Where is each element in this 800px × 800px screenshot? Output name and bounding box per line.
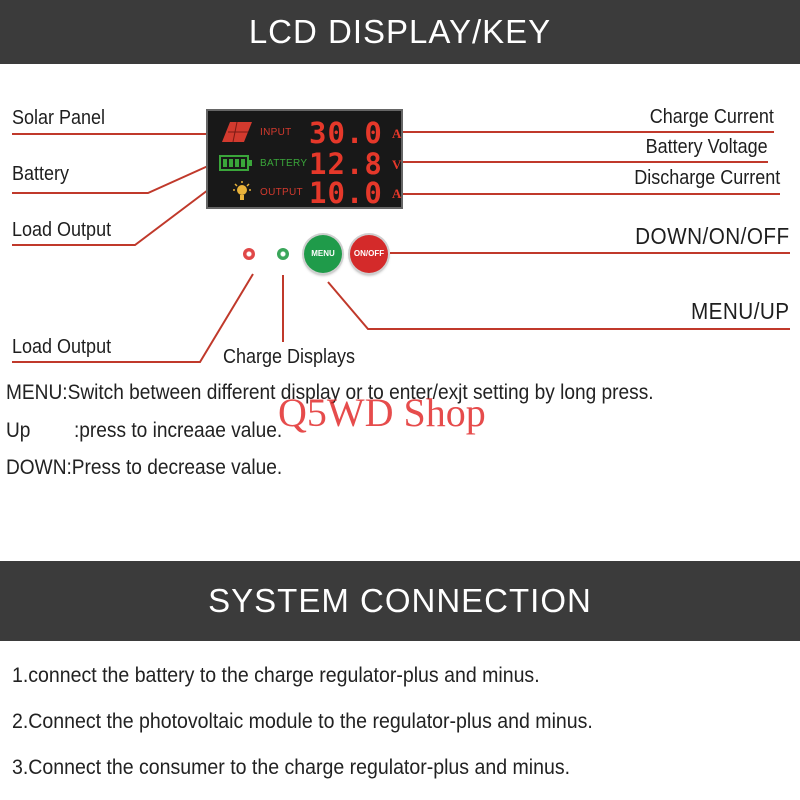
bulb-icon — [233, 181, 251, 200]
menu-up-label: MENU/UP — [691, 298, 790, 324]
lcd-input-unit: A — [392, 126, 402, 141]
lcd-row-battery: BATTERY 12.8 V — [208, 147, 405, 181]
connection-step-3: 3.Connect the consumer to the charge reg… — [12, 756, 571, 779]
connection-step-2: 2.Connect the photovoltaic module to the… — [12, 710, 593, 733]
connection-step-1: 1.connect the battery to the charge regu… — [12, 664, 540, 687]
on-off-button[interactable]: ON/OFF — [350, 235, 388, 273]
lcd-output-tag: OUTPUT — [260, 187, 303, 198]
charge-displays-label: Charge Displays — [223, 346, 356, 368]
lcd-screen: INPUT 30.0 A BATTERY 12.8 V — [206, 109, 405, 210]
lcd-battery-tag: BATTERY — [260, 158, 308, 169]
lcd-input-value: 30.0 — [309, 116, 383, 150]
lcd-display-key-banner: LCD DISPLAY/KEY — [0, 0, 800, 64]
discharge-current-label: Discharge Current — [633, 167, 780, 189]
battery-icon — [219, 155, 252, 171]
shop-watermark: Q5WD Shop — [278, 390, 486, 435]
charge-current-label: Charge Current — [649, 106, 774, 128]
up-description: :press to increaae value. — [74, 419, 283, 442]
lcd-row-output: OUTPUT 10.0 A — [208, 176, 405, 210]
battery-label: Battery — [12, 163, 70, 185]
down-on-off-label: DOWN/ON/OFF — [635, 223, 790, 249]
battery-voltage-label: Battery Voltage — [645, 136, 768, 158]
lcd-battery-value: 12.8 — [309, 147, 383, 181]
lcd-row-input: INPUT 30.0 A — [208, 116, 405, 150]
up-key-label: Up — [6, 419, 31, 442]
system-connection-banner: SYSTEM CONNECTION — [0, 561, 800, 641]
charge-display-led — [277, 248, 289, 260]
lcd-output-unit: A — [392, 186, 402, 201]
lcd-output-value: 10.0 — [309, 176, 383, 210]
solar-panel-icon — [222, 121, 252, 143]
menu-button[interactable]: MENU — [304, 235, 342, 273]
solar-panel-label: Solar Panel — [12, 107, 106, 129]
lcd-battery-unit: V — [392, 157, 402, 172]
load-output-top-label: Load Output — [12, 219, 112, 241]
load-output-led — [243, 248, 255, 260]
down-description: DOWN:Press to decrease value. — [6, 456, 283, 479]
load-output-bottom-label: Load Output — [12, 336, 112, 358]
menu-description: MENU:Switch between different display or… — [6, 381, 654, 404]
lcd-input-tag: INPUT — [260, 127, 292, 138]
